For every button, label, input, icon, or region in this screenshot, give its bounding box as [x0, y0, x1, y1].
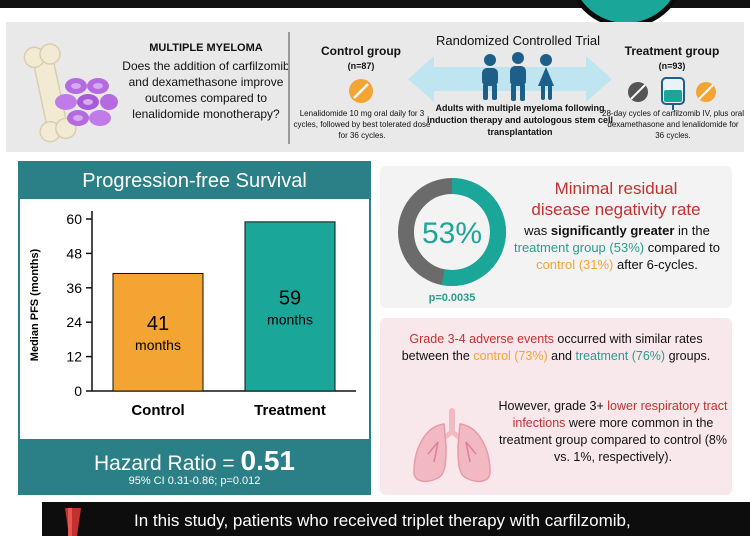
y-axis-label: Median PFS (months) [29, 248, 41, 361]
bar-unit-label: months [267, 311, 313, 327]
treatment-drugs-icons [628, 77, 716, 110]
ae-lrti-label: lower respiratory tract infections [512, 399, 728, 430]
y-tick-label: 0 [74, 383, 82, 399]
mrd-text-emphasis: significantly greater [550, 223, 675, 238]
y-tick-label: 12 [66, 349, 82, 365]
ae-text-part: and [547, 349, 576, 363]
conclusion-bar: In this study, patients who received tri… [42, 502, 750, 536]
rct-title: Randomized Controlled Trial [435, 33, 601, 48]
ae-control-rate: control (73%) [473, 349, 548, 363]
y-tick-label: 36 [66, 280, 82, 296]
hazard-ratio-box: Hazard Ratio = 0.51 95% CI 0.31-0.86; p=… [20, 439, 369, 493]
pfs-title: Progression-free Survival [20, 163, 369, 199]
mrd-donut: 53% [398, 178, 506, 286]
bar-unit-label: months [135, 337, 181, 353]
ae-text-part: were more common in the treatment group … [499, 416, 727, 464]
y-tick-label: 60 [66, 211, 82, 227]
control-group-title: Control group [321, 44, 401, 58]
mrd-percentage: 53% [422, 217, 482, 250]
treatment-group-n: (n=93) [658, 61, 686, 71]
mrd-text-part: compared to [644, 240, 720, 255]
pill-icon [628, 82, 648, 102]
ae-text-part: However, grade 3+ [498, 399, 608, 413]
adverse-events-panel: Grade 3-4 adverse events occurred with s… [380, 318, 732, 495]
ae-grade-label: Grade 3-4 adverse events [409, 332, 554, 346]
ae-treatment-rate: treatment (76%) [575, 349, 666, 363]
pfs-bar-chart: Median PFS (months) 0 12 24 36 48 60 41 monthsCo… [29, 211, 356, 419]
mrd-title-line2: disease negativity rate [531, 200, 701, 219]
mrd-control-rate: control (31%) [536, 257, 614, 272]
ae-text-part: occurred with similar rates between the [401, 332, 703, 363]
disease-title: MULTIPLE MYELOMA [149, 42, 263, 54]
patients-icon [482, 52, 554, 101]
hazard-ratio-label: Hazard Ratio = [94, 452, 235, 475]
mrd-panel: 53% p=0.0035 Minimal residual disease ne… [380, 166, 732, 308]
pill-icon [696, 82, 716, 102]
mrd-text-part: after 6-cycles. [613, 257, 698, 272]
myeloma-cells-icon [55, 78, 118, 126]
bar [244, 221, 336, 392]
header-divider [288, 32, 290, 144]
treatment-group-title: Treatment group [624, 44, 720, 58]
lungs-icon [413, 408, 491, 483]
mrd-treatment-rate: treatment group (53%) [514, 240, 645, 255]
x-category-label: Treatment [254, 402, 326, 419]
mrd-text-part: was [524, 223, 551, 238]
mrd-text-part: in the [674, 223, 710, 238]
bar [112, 272, 204, 392]
mrd-title-line1: Minimal residual [554, 179, 678, 198]
pill-icon [349, 79, 373, 103]
alert-icon [65, 508, 81, 536]
mrd-pvalue: p=0.0035 [428, 292, 476, 304]
mrd-text: was significantly greater in the treatme… [506, 222, 728, 273]
hazard-ratio-ci: 95% CI 0.31-0.86; p=0.012 [128, 475, 261, 487]
bone-icon [23, 43, 118, 143]
iv-bag-icon [661, 77, 685, 110]
conclusion-text: In this study, patients who received tri… [134, 511, 631, 530]
adverse-events-summary: Grade 3-4 adverse events occurred with s… [394, 331, 718, 365]
rct-population: Adults with multiple myeloma following i… [426, 103, 614, 137]
mrd-title: Minimal residual disease negativity rate [510, 178, 722, 220]
ae-text-part: groups. [665, 349, 711, 363]
y-tick-label: 24 [66, 314, 82, 330]
x-category-label: Control [131, 402, 184, 419]
bar-value-label: 59 [279, 287, 301, 309]
lrti-summary: However, grade 3+ lower respiratory trac… [498, 398, 728, 466]
treatment-group-description: 28-day cycles of carfilzomib IV, plus or… [602, 109, 744, 140]
control-group-n: (n=87) [347, 61, 375, 71]
study-question: Does the addition of carfilzomib and dex… [122, 59, 290, 121]
top-bar [0, 0, 750, 8]
donut-arc [398, 178, 506, 286]
y-tick-label: 48 [66, 245, 82, 261]
hazard-ratio-value: 0.51 [240, 445, 296, 476]
control-group-description: Lenalidomide 10 mg oral daily for 3 cycl… [293, 109, 431, 140]
study-header: MULTIPLE MYELOMA Does the addition of ca… [6, 22, 744, 152]
bar-value-label: 41 [147, 313, 169, 335]
pfs-panel: Progression-free Survival Median PFS (mo… [18, 161, 371, 495]
